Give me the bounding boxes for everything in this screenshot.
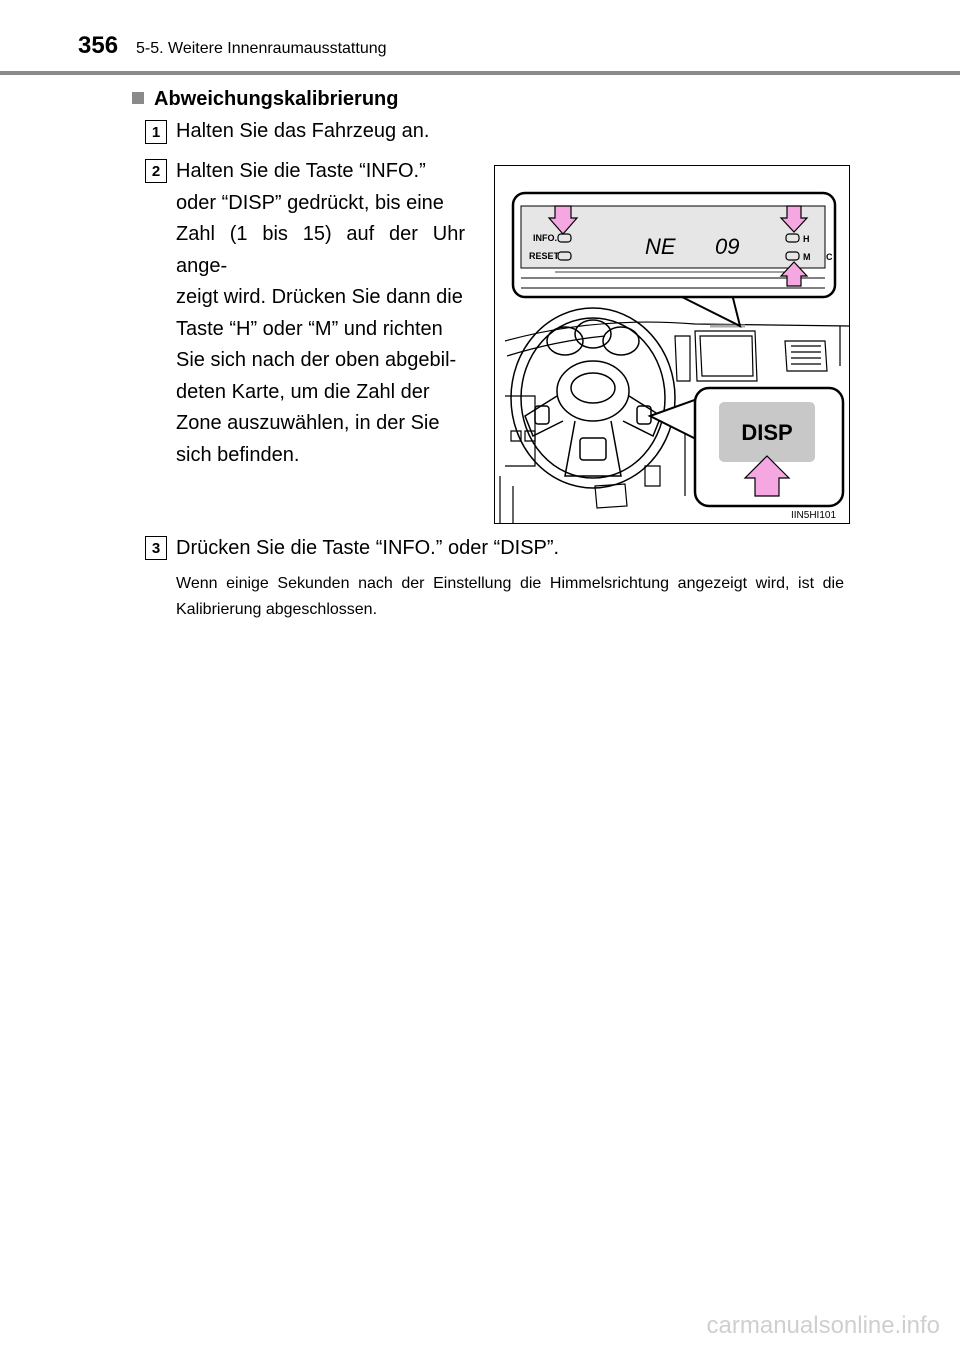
dashboard-figure: INFO. RESET NE 09 H M C DISP IIN5HI101 (494, 165, 850, 524)
step-badge-1: 1 (145, 120, 167, 144)
disp-label: DISP (741, 420, 792, 445)
step-2-line: oder “DISP” gedrückt, bis eine (176, 191, 444, 214)
info-label: INFO. (533, 233, 557, 243)
direction-readout: NE (645, 234, 676, 259)
section-title: Abweichungskalibrierung (132, 88, 398, 111)
h-button-icon (785, 233, 800, 243)
step-badge-2: 2 (145, 159, 167, 183)
step-badge-3: 3 (145, 536, 167, 560)
arrow-up-icon (743, 455, 791, 497)
section-title-text: Abweichungskalibrierung (154, 88, 399, 110)
header-rule (0, 71, 960, 75)
step-2-text: Halten Sie die Taste “INFO.” oder “DISP”… (176, 156, 465, 471)
step-2-line: Zahl (1 bis 15) auf der Uhr ange- (176, 223, 465, 277)
dashboard-illustration: INFO. RESET NE 09 H M C DISP IIN5HI101 (499, 191, 849, 523)
m-button-icon (785, 251, 800, 261)
m-label: M (803, 252, 811, 262)
reset-button-icon (557, 251, 572, 261)
step-3-text: Drücken Sie die Taste “INFO.” oder “DISP… (176, 537, 560, 559)
c-label: C (826, 252, 833, 262)
step-2-line: Taste “H” oder “M” und richten (176, 317, 443, 340)
step-2-line: deten Karte, um die Zahl der (176, 380, 430, 403)
step-2-line: sich befinden. (176, 443, 300, 466)
step-2-line: Sie sich nach der oben abgebil- (176, 349, 457, 371)
info-button-icon (557, 233, 572, 243)
arrow-up-icon (779, 261, 809, 287)
arrow-down-icon (547, 205, 579, 235)
arrow-down-icon (779, 205, 809, 233)
step-2-line: zeigt wird. Drücken Sie dann die (176, 286, 463, 308)
step-2-line: Halten Sie die Taste “INFO.” (176, 160, 426, 182)
zone-readout: 09 (715, 234, 739, 259)
note-text: Wenn einige Sekunden nach der Einstellun… (176, 575, 844, 618)
disp-button (719, 402, 815, 462)
reset-label: RESET (529, 251, 560, 261)
page-number: 356 (78, 32, 119, 59)
watermark: carmanualsonline.info (706, 1312, 940, 1339)
step-1-text: Halten Sie das Fahrzeug an. (176, 120, 430, 142)
header-section-title: 5-5. Weitere Innenraumausstattung (136, 40, 387, 57)
square-bullet-icon (132, 92, 144, 104)
step-2-line: Zone auszuwählen, in der Sie (176, 412, 440, 434)
figure-code: IIN5HI101 (791, 510, 836, 521)
h-label: H (803, 234, 810, 244)
